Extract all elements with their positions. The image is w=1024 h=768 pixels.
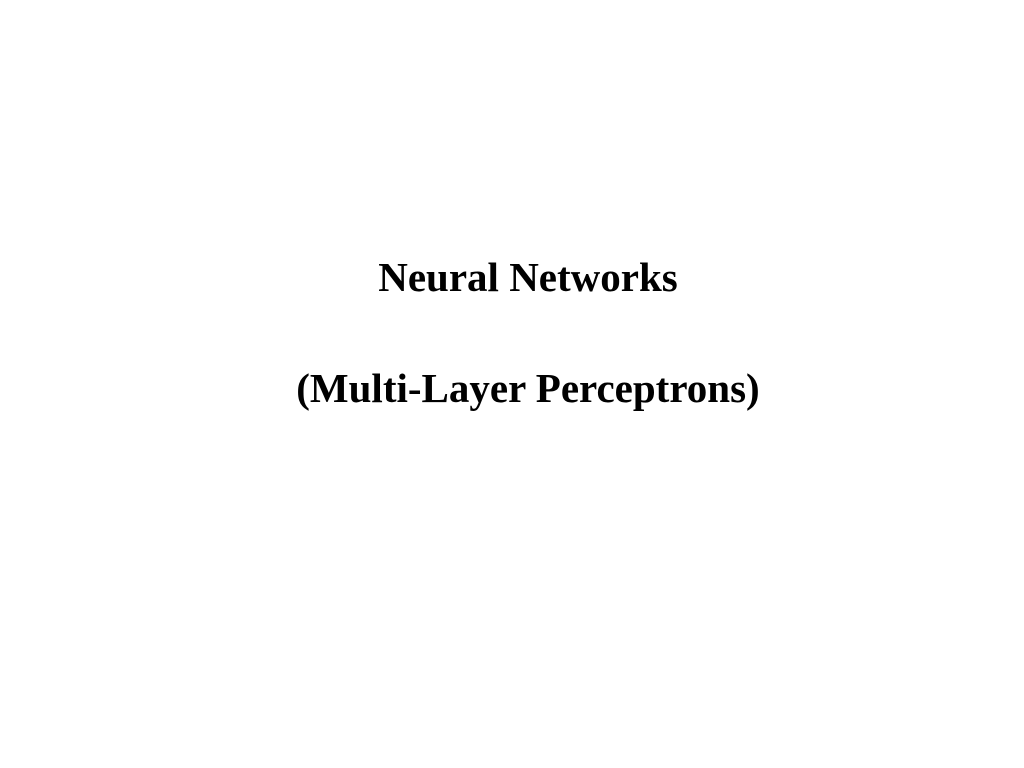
- title-block: Neural Networks (Multi-Layer Perceptrons…: [0, 253, 1024, 412]
- slide-title: Neural Networks: [378, 254, 678, 300]
- slide-subtitle: (Multi-Layer Perceptrons): [296, 365, 760, 411]
